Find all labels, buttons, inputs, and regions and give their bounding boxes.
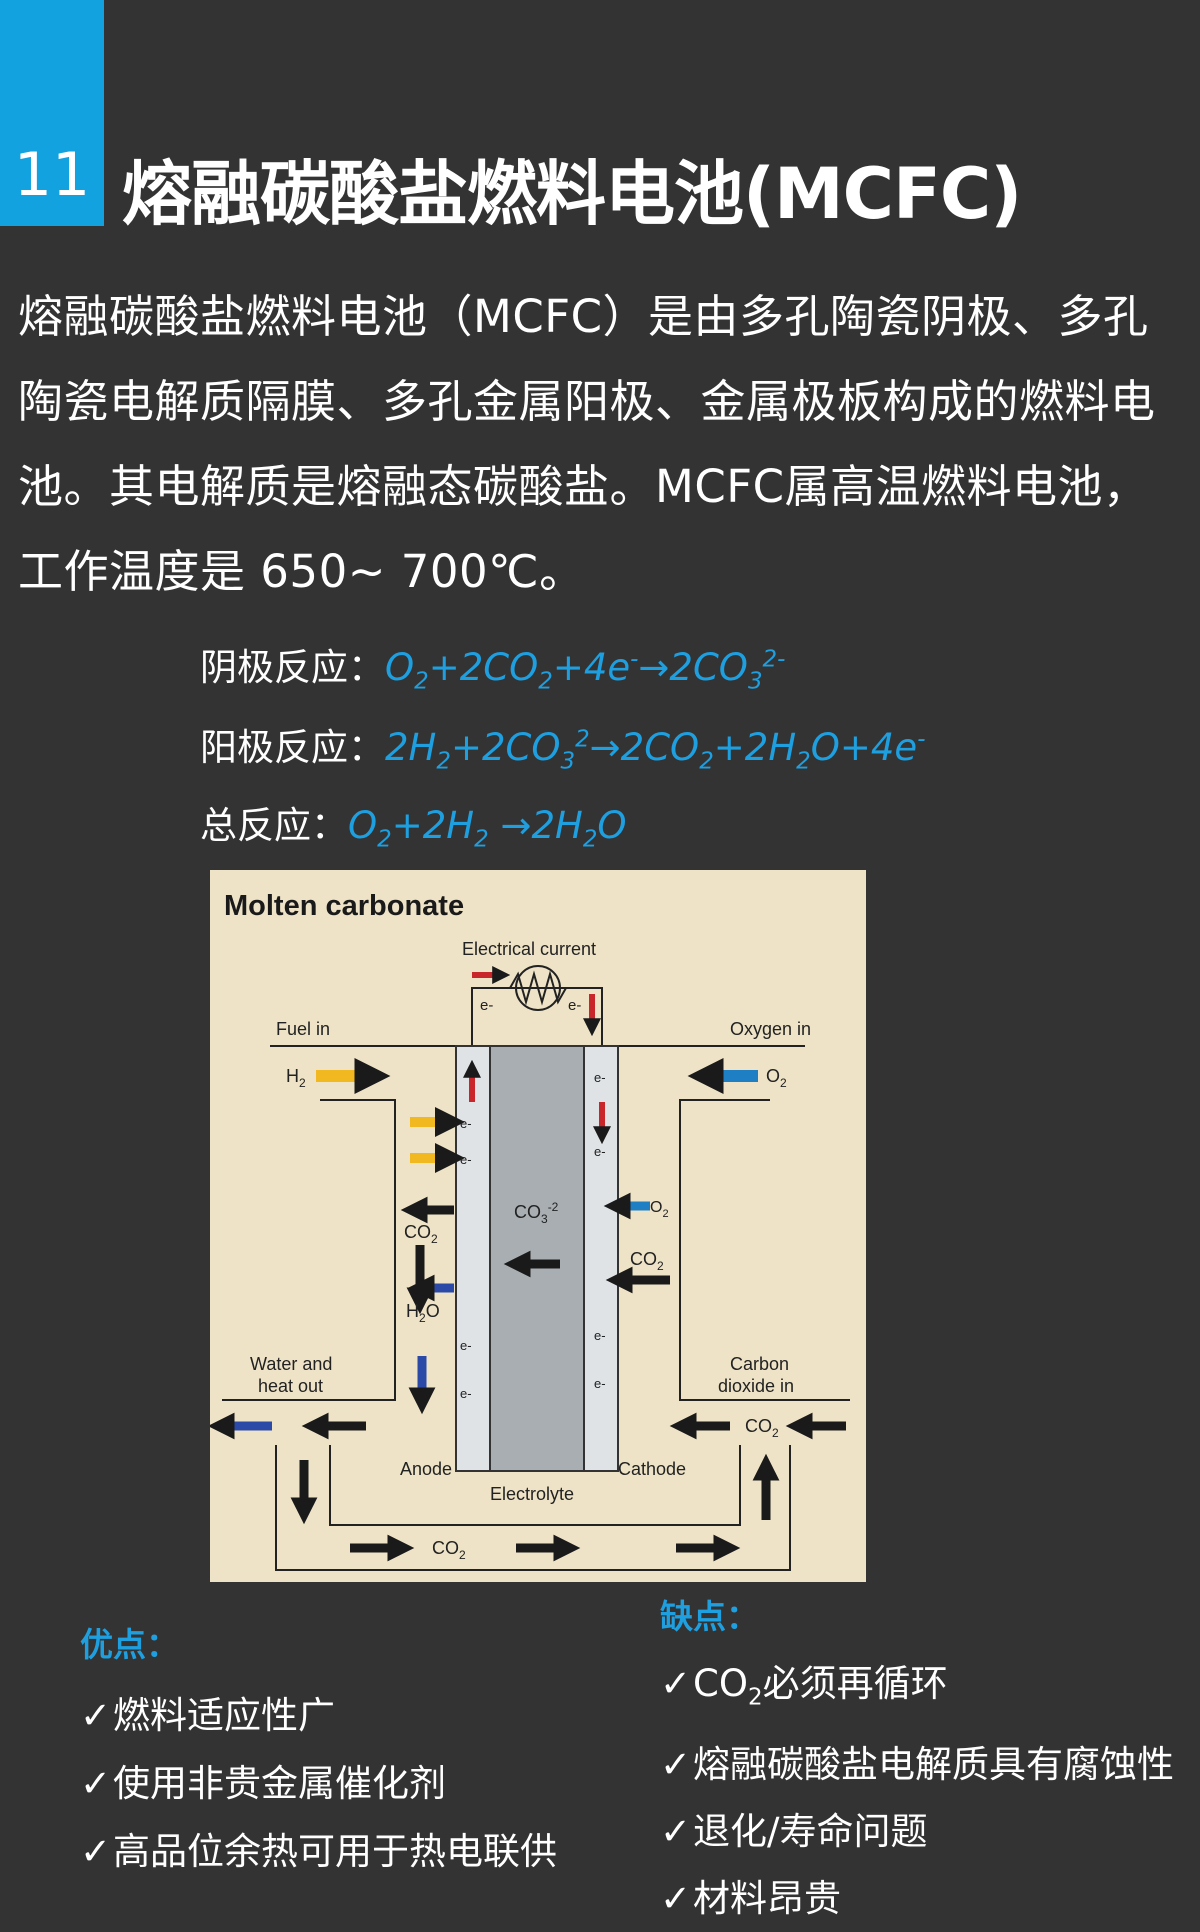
check-icon: ✓ <box>660 1877 692 1921</box>
cons-title: 缺点： <box>660 1597 759 1636</box>
electron-c2: e- <box>594 1144 606 1159</box>
intro-paragraph: 熔融碳酸盐燃料电池（MCFC）是由多孔陶瓷阴极、多孔陶瓷电解质隔膜、多孔金属阳极… <box>18 290 1156 598</box>
anode-label: Anode <box>400 1459 452 1479</box>
diagram-title: Molten carbonate <box>224 890 464 922</box>
recycle-inner-loop <box>329 1445 741 1526</box>
page-title: 熔融碳酸盐燃料电池(MCFC) <box>122 153 1022 235</box>
co2-recycle-label: CO2 <box>432 1538 466 1562</box>
fuel-in-label: Fuel in <box>276 1019 330 1039</box>
h2o-label: H2O <box>406 1301 440 1325</box>
water-heat-label-2: heat out <box>258 1376 323 1396</box>
electron-a1: e- <box>460 1116 472 1131</box>
cons-item: ✓材料昂贵 <box>660 1877 842 1921</box>
electrical-current-label: Electrical current <box>462 939 596 959</box>
o2-label: O2 <box>766 1066 787 1090</box>
pros-list: ✓燃料适应性广 ✓使用非贵金属催化剂 ✓高品位余热可用于热电联供 <box>80 1682 557 1886</box>
electron-label-right: e- <box>568 997 581 1014</box>
total-equation: O2+2H2 →2H2O <box>348 804 627 853</box>
co2-cathode-label: CO2 <box>630 1249 664 1273</box>
electron-c1: e- <box>594 1070 606 1085</box>
co2-right-label: CO2 <box>745 1416 779 1440</box>
check-icon: ✓ <box>660 1743 692 1787</box>
electron-a3: e- <box>460 1338 472 1353</box>
cathode-layer <box>583 1045 619 1472</box>
pros-item: ✓使用非贵金属催化剂 <box>80 1762 447 1805</box>
pros-item: ✓高品位余热可用于热电联供 <box>80 1830 558 1873</box>
co2-anode-label: CO2 <box>404 1222 438 1246</box>
anode-layer <box>455 1045 491 1472</box>
anode-equation: 2H2+2CO32→2CO2+2H2O+4e- <box>385 726 926 775</box>
section-number: 11 <box>13 140 91 210</box>
mcfc-diagram: Molten carbonate Electrical current e- e… <box>207 890 850 1571</box>
carbon-label-2: dioxide in <box>718 1376 794 1396</box>
check-icon: ✓ <box>660 1662 692 1705</box>
cons-item: ✓退化/寿命问题 <box>660 1810 928 1854</box>
water-heat-label-1: Water and <box>250 1354 332 1374</box>
check-icon: ✓ <box>80 1694 112 1737</box>
anode-reaction: 阳极反应：2H2+2CO32→2CO2+2H2O+4e- <box>200 717 925 774</box>
recycle-outer-loop <box>275 1445 791 1571</box>
section-number-box <box>0 0 104 226</box>
cons-list: ✓CO2必须再循环 ✓熔融碳酸盐电解质具有腐蚀性 ✓退化/寿命问题 ✓材料昂贵 <box>660 1650 1174 1932</box>
pros-item: ✓燃料适应性广 <box>80 1694 336 1737</box>
oxygen-in-label: Oxygen in <box>730 1019 811 1039</box>
electron-a4: e- <box>460 1386 472 1401</box>
cathode-label: Cathode <box>618 1459 686 1479</box>
total-reaction-label: 总反应： <box>200 804 348 847</box>
pros-title: 优点： <box>80 1625 179 1664</box>
cathode-equation: O2+2CO2+4e-→2CO32- <box>385 646 786 695</box>
electron-c3: e- <box>594 1328 606 1343</box>
total-reaction: 总反应：O2+2H2 →2H2O <box>200 795 627 852</box>
carbon-label-1: Carbon <box>730 1354 789 1374</box>
electrolyte-label: Electrolyte <box>490 1484 574 1504</box>
anode-reaction-label: 阳极反应： <box>200 726 385 769</box>
anode-channel <box>222 1099 396 1401</box>
electron-c4: e- <box>594 1376 606 1391</box>
check-icon: ✓ <box>660 1810 692 1854</box>
electrolyte-layer <box>489 1045 585 1472</box>
co3-label: CO3-2 <box>514 1200 559 1226</box>
cathode-reaction-label: 阴极反应： <box>200 646 385 689</box>
resistor-circle <box>515 965 561 1011</box>
cathode-reaction: 阴极反应：O2+2CO2+4e-→2CO32- <box>200 637 785 694</box>
mcfc-diagram-panel: Molten carbonate Electrical current e- e… <box>207 870 866 1582</box>
electron-a2: e- <box>460 1152 472 1167</box>
cathode-channel <box>679 1099 850 1401</box>
electron-label-left: e- <box>480 997 493 1014</box>
cons-item: ✓CO2必须再循环 <box>660 1662 948 1711</box>
o2-cathode-label: O2 <box>650 1199 669 1220</box>
check-icon: ✓ <box>80 1830 112 1873</box>
check-icon: ✓ <box>80 1762 112 1805</box>
cons-item: ✓熔融碳酸盐电解质具有腐蚀性 <box>660 1743 1175 1787</box>
h2-label: H2 <box>286 1066 306 1090</box>
resistor-coil <box>509 970 567 1006</box>
